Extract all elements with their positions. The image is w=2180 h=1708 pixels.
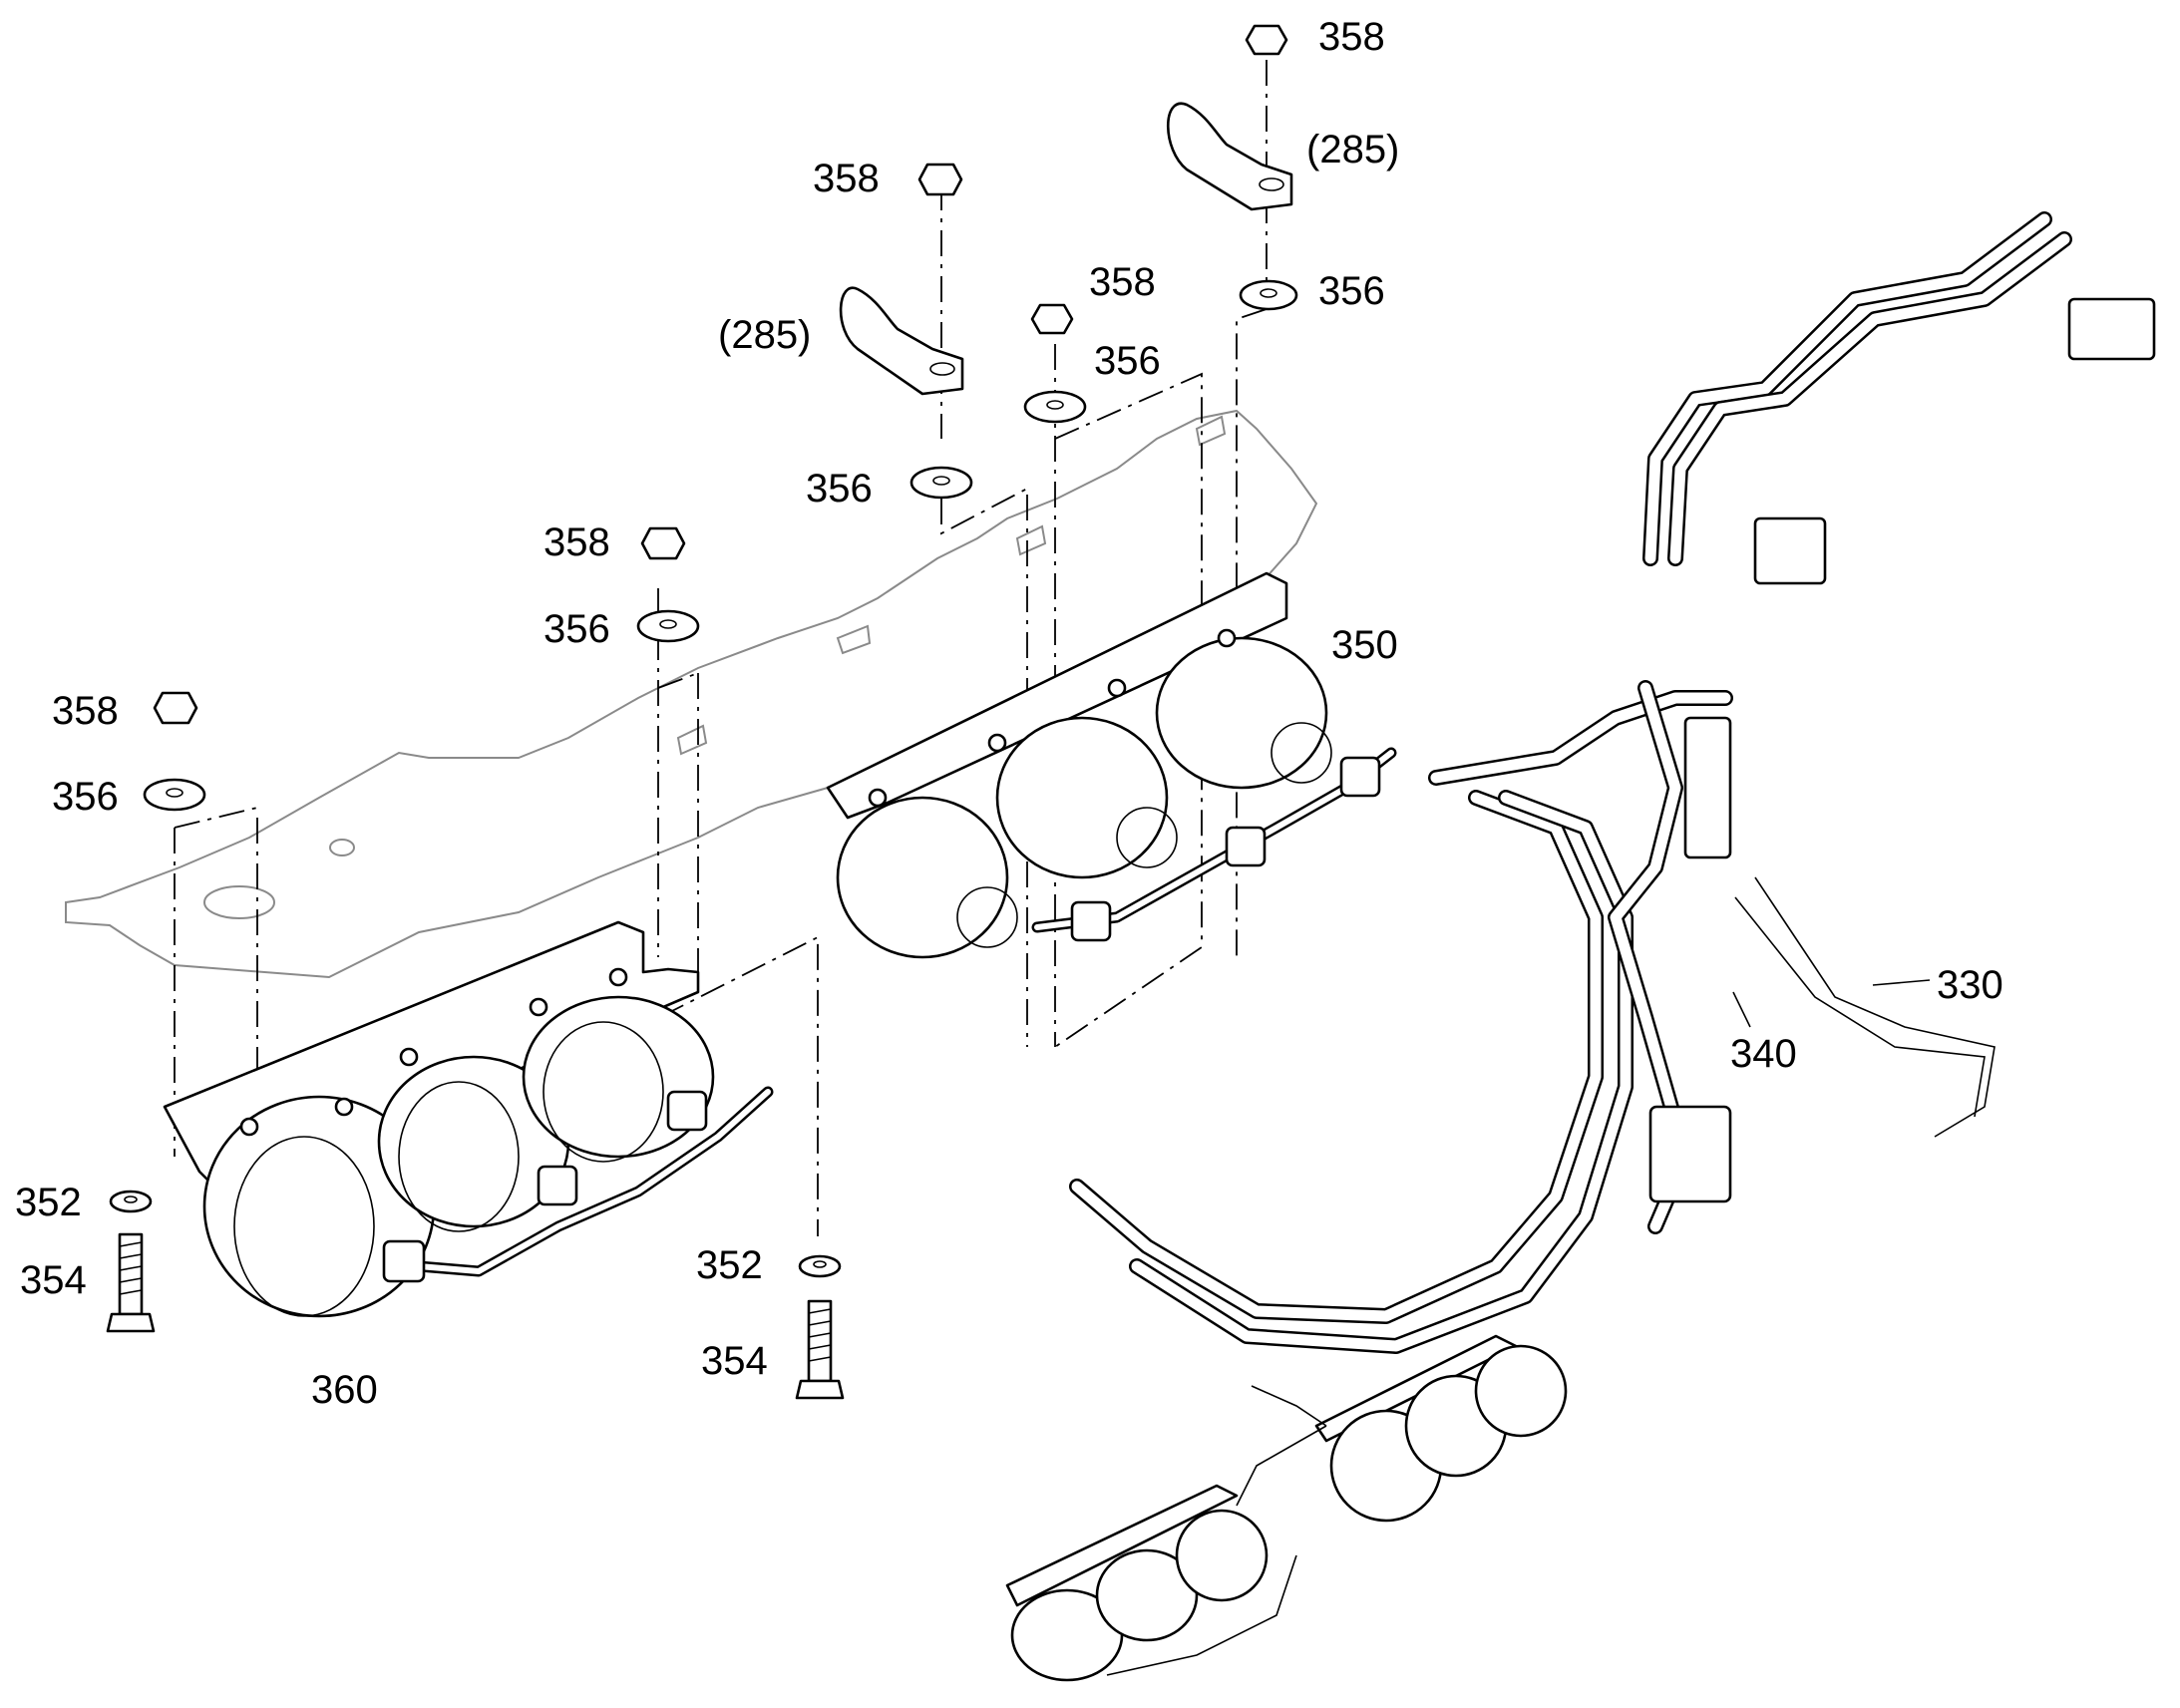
callout-358-mid-left: 358	[813, 157, 880, 200]
nut-358-top	[1245, 24, 1288, 56]
callout-358-mid: 358	[1089, 260, 1156, 304]
callout-356-mid: 356	[1094, 339, 1161, 383]
accumulator-block-360	[163, 920, 774, 1318]
callout-354-center: 354	[701, 1339, 768, 1383]
washer-356-mid	[1023, 390, 1087, 424]
nut-358-mid	[1030, 303, 1074, 335]
callout-354-left: 354	[20, 1258, 87, 1302]
frame-rail-outline	[65, 409, 1318, 979]
callout-352-center: 352	[696, 1243, 763, 1287]
bolt-354-center	[795, 1299, 845, 1400]
small-accumulator-block-a	[1236, 1334, 1568, 1523]
callout-340: 340	[1730, 1032, 1797, 1076]
callout-labels: 358 (285) 356 358 (285) 358 356 356 358 …	[15, 15, 2003, 1412]
callout-356-right: 356	[1318, 269, 1385, 313]
callout-350: 350	[1331, 623, 1398, 667]
callout-330: 330	[1937, 963, 2003, 1007]
nut-358-left	[153, 691, 198, 725]
washer-352-center	[798, 1254, 842, 1278]
hose-assembly	[1069, 211, 2156, 1354]
nut-358-center	[640, 526, 686, 560]
washer-356-mid-left	[909, 466, 973, 500]
clamp-285-left	[839, 286, 964, 396]
washer-356-right	[1239, 279, 1298, 311]
bolt-354-left	[106, 1232, 156, 1333]
callout-356-mid-left: 356	[806, 467, 873, 511]
leader-340	[1732, 991, 1751, 1028]
callout-285-left: (285)	[718, 313, 811, 357]
clamp-285-right	[1167, 102, 1293, 211]
callout-358-top: 358	[1318, 15, 1385, 59]
washer-356-left	[143, 778, 206, 812]
callout-358-left: 358	[52, 689, 119, 733]
callout-352-left: 352	[15, 1181, 82, 1224]
callout-356-left: 356	[52, 775, 119, 819]
leader-330	[1872, 979, 1931, 986]
washer-352-left	[109, 1190, 153, 1213]
small-accumulator-block-b	[1005, 1484, 1297, 1682]
nut-358-mid-left	[917, 163, 963, 196]
callout-356-center: 356	[544, 607, 610, 651]
accumulator-block-350	[826, 571, 1397, 959]
callout-360: 360	[311, 1368, 378, 1412]
callout-358-center: 358	[544, 520, 610, 564]
callout-285-right: (285)	[1306, 128, 1399, 171]
washer-356-center	[636, 609, 700, 643]
